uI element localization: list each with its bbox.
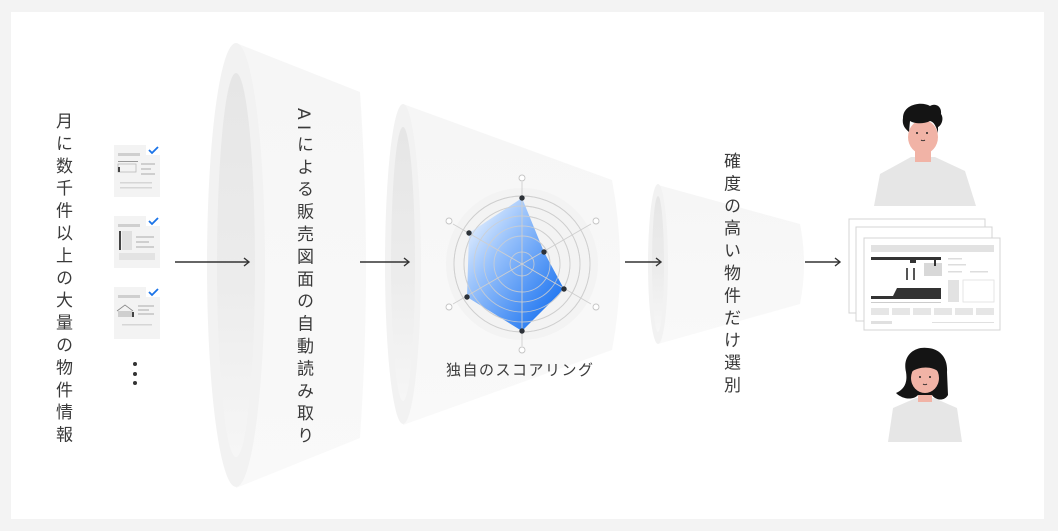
ai-label: AI	[293, 108, 313, 136]
stacked-listing-sheets-icon	[848, 218, 1001, 331]
step-input-label: 月に数千件以上の大量の物件情報	[52, 112, 72, 448]
scoring-radar-chart	[445, 174, 600, 354]
arrow-4-icon	[805, 257, 842, 267]
man-avatar-icon	[874, 103, 976, 206]
woman-avatar-icon	[888, 347, 962, 442]
step-selection-label: 確度の高い物件だけ選別	[720, 152, 740, 399]
arrow-1-icon	[175, 257, 251, 267]
house-document-icon	[114, 287, 160, 339]
floor-plan-document-icon	[114, 145, 160, 197]
funnel-selection	[648, 184, 804, 344]
arrow-2-icon	[360, 257, 411, 267]
funnel-ai-reading	[207, 43, 366, 488]
table-document-icon	[114, 216, 160, 268]
step-ai-reading-label: AIによる販売図面の自動読み取り	[293, 108, 313, 450]
step-scoring-label: 独自のスコアリング	[446, 361, 595, 379]
vertical-ellipsis-icon	[133, 362, 137, 385]
arrow-3-icon	[625, 257, 663, 267]
ai-reading-label-text: による販売図面の自動読み取り	[293, 135, 313, 450]
